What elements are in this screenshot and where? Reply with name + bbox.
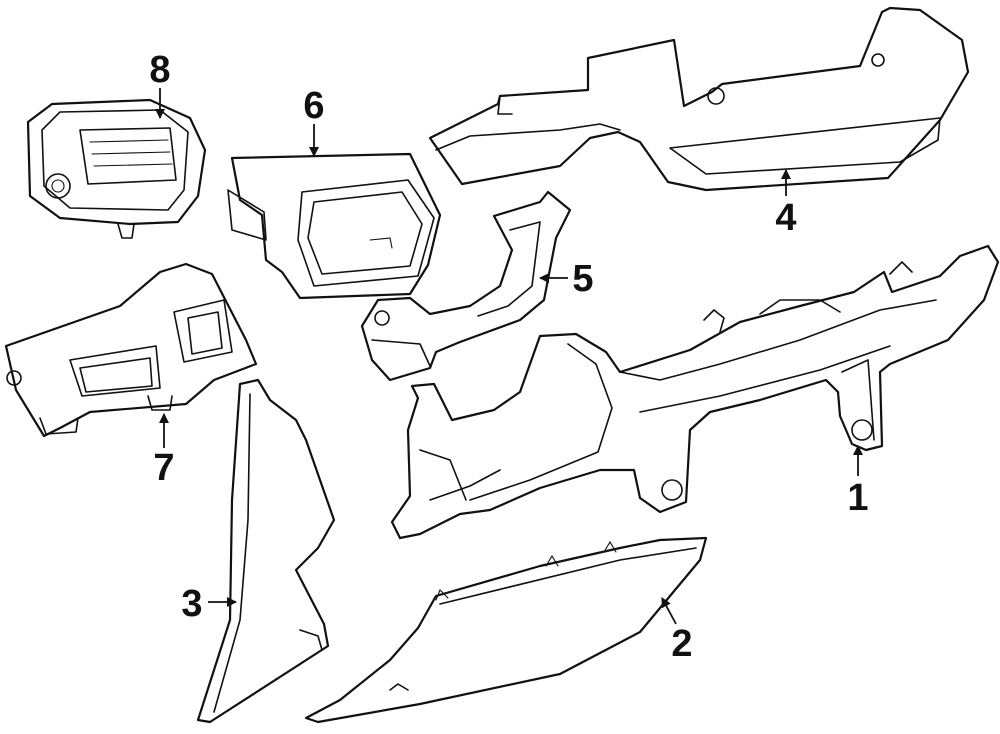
part-5-bracket [360, 190, 572, 382]
part-8-vent-assembly [26, 98, 207, 239]
callout-2: 2 [671, 623, 692, 665]
leader-2 [661, 597, 677, 625]
callout-5: 5 [572, 258, 593, 300]
callout-6: 6 [303, 85, 324, 127]
callout-4: 4 [775, 197, 796, 239]
part-1-instrument-panel [390, 244, 1000, 540]
callout-3: 3 [181, 583, 202, 625]
callouts: 8 6 4 5 7 1 3 2 [149, 49, 868, 665]
leaders [155, 88, 863, 625]
callout-7: 7 [153, 447, 174, 489]
part-7-side-trim [4, 262, 258, 438]
part-6-bezel [227, 152, 442, 300]
callout-8: 8 [149, 49, 170, 91]
callout-1: 1 [847, 477, 868, 519]
part-4-upper-trim [428, 6, 970, 192]
part-2-knee-panel [304, 536, 708, 724]
part-3-side-panel [196, 378, 336, 724]
